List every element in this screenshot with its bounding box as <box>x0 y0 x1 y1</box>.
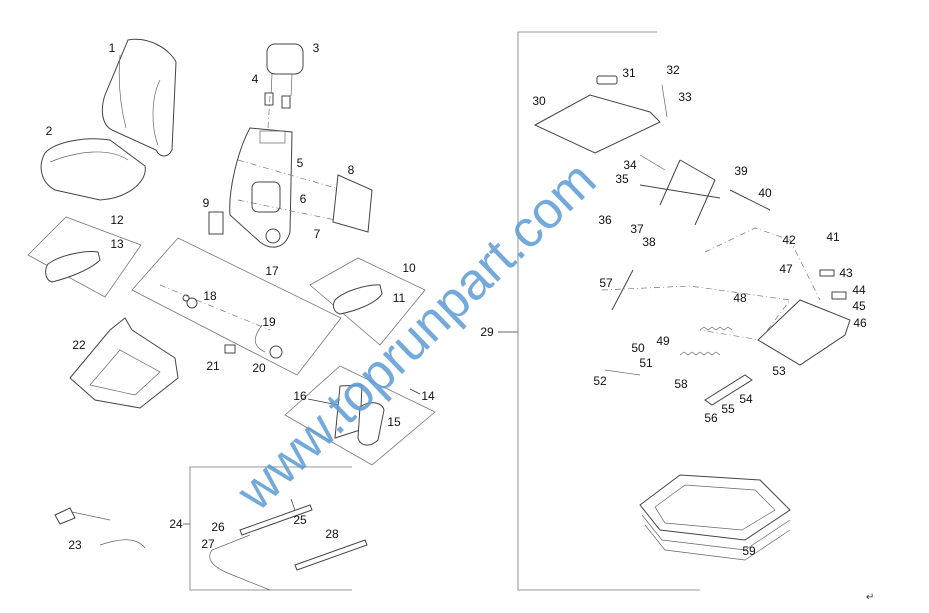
callout-22: 22 <box>72 338 86 352</box>
callout-56: 56 <box>704 411 718 425</box>
callout-47: 47 <box>779 262 793 276</box>
leader-16 <box>307 398 339 406</box>
frame-17 <box>131 237 342 376</box>
seat-cushion <box>40 138 146 201</box>
callout-30: 30 <box>532 94 546 108</box>
callout-40: 40 <box>758 186 772 200</box>
callout-5: 5 <box>297 156 304 170</box>
frame-12 <box>27 216 142 298</box>
callout-24: 24 <box>169 517 183 531</box>
callout-13: 13 <box>110 237 124 251</box>
callout-59: 59 <box>742 544 756 558</box>
frame-10 <box>309 257 426 346</box>
callout-38: 38 <box>642 235 656 249</box>
callout-32: 32 <box>666 63 680 77</box>
callout-53: 53 <box>772 364 786 378</box>
callout-35: 35 <box>615 172 629 186</box>
callout-58: 58 <box>674 377 688 391</box>
callout-14: 14 <box>421 389 435 403</box>
callout-20: 20 <box>252 361 266 375</box>
callout-16: 16 <box>293 389 307 403</box>
lumbar-panel <box>332 174 373 233</box>
seat-pan <box>69 317 179 409</box>
callout-9: 9 <box>203 196 210 210</box>
suspension-top-plate <box>533 75 668 154</box>
callout-6: 6 <box>300 192 307 206</box>
callout-27: 27 <box>201 537 215 551</box>
control-box <box>208 211 224 235</box>
slide-rails <box>209 504 368 591</box>
callout-55: 55 <box>721 402 735 416</box>
seat-back-cushion <box>101 38 177 157</box>
callout-1: 1 <box>109 41 116 55</box>
frame-24 <box>189 466 352 591</box>
leader-14 <box>409 388 421 395</box>
callout-49: 49 <box>656 334 670 348</box>
callout-31: 31 <box>622 66 636 80</box>
callout-50: 50 <box>631 341 645 355</box>
callout-8: 8 <box>348 163 355 177</box>
group-frames <box>27 31 821 591</box>
scissor-mechanism <box>639 154 771 226</box>
armrest-right <box>332 284 383 315</box>
callout-37: 37 <box>630 222 644 236</box>
frame-14 <box>284 365 436 466</box>
recline-mechanism <box>159 284 283 359</box>
side-cover-15 <box>357 402 385 446</box>
callout-33: 33 <box>678 90 692 104</box>
callout-51: 51 <box>639 356 653 370</box>
callout-4: 4 <box>252 72 259 86</box>
damper-and-springs <box>604 269 753 406</box>
callout-28: 28 <box>325 527 339 541</box>
callout-41: 41 <box>826 230 840 244</box>
callout-42: 42 <box>782 233 796 247</box>
callout-43: 43 <box>839 266 853 280</box>
callout-19: 19 <box>262 315 276 329</box>
callout-54: 54 <box>739 392 753 406</box>
callout-18: 18 <box>203 289 217 303</box>
callout-17: 17 <box>265 264 279 278</box>
callout-45: 45 <box>852 299 866 313</box>
callout-44: 44 <box>852 283 866 297</box>
callout-10: 10 <box>402 261 416 275</box>
callout-52: 52 <box>593 374 607 388</box>
callout-2: 2 <box>46 124 53 138</box>
callout-34: 34 <box>623 158 637 172</box>
seat-belt <box>54 507 146 549</box>
callout-48: 48 <box>733 291 747 305</box>
callout-46: 46 <box>853 316 867 330</box>
armrest-left <box>45 251 101 283</box>
callout-39: 39 <box>734 164 748 178</box>
headrest <box>264 43 304 109</box>
callout-11: 11 <box>393 291 406 305</box>
suspension-base <box>757 269 851 366</box>
callout-7: 7 <box>314 227 321 241</box>
return-mark: ↵ <box>866 592 874 603</box>
callout-23: 23 <box>68 538 82 552</box>
callout-26: 26 <box>211 520 225 534</box>
bellows-cover <box>639 474 791 561</box>
callout-25: 25 <box>293 513 307 527</box>
frame-29 <box>517 31 700 591</box>
callout-29: 29 <box>480 325 494 339</box>
callout-36: 36 <box>598 213 612 227</box>
callout-12: 12 <box>110 213 124 227</box>
callout-21: 21 <box>206 359 220 373</box>
callout-15: 15 <box>387 415 401 429</box>
callout-57: 57 <box>599 276 613 290</box>
callout-3: 3 <box>313 41 320 55</box>
